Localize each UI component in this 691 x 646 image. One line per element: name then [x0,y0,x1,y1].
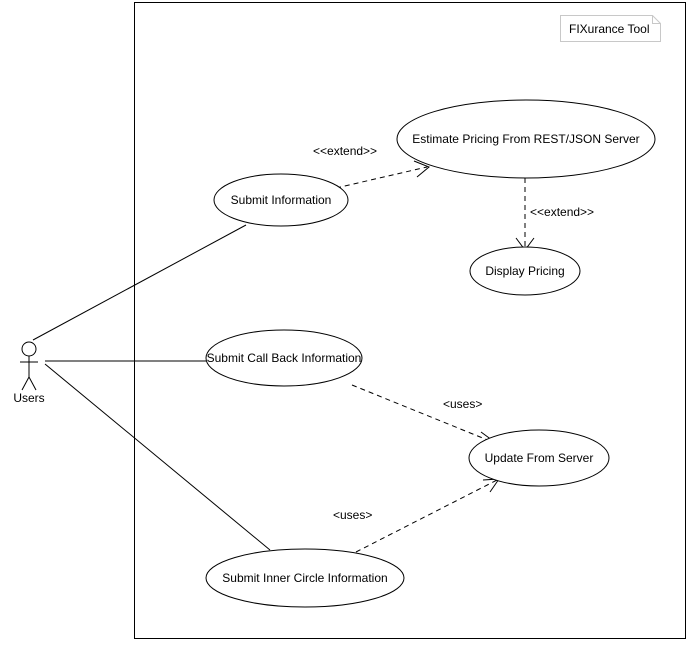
use-case-display-pricing[interactable]: Display Pricing [469,246,581,296]
uses-call-back-label: <uses> [443,397,482,411]
system-name-note: FIXurance Tool [560,15,661,42]
association-submit-inner-circle [44,363,271,551]
actor-label: Users [13,391,44,405]
actor-head [21,341,37,357]
use-case-update-from-server[interactable]: Update From Server [468,429,610,487]
extend-estimate-arrowhead [413,160,430,178]
uses-call-back-line [351,384,496,444]
uses-inner-circle-label: <uses> [333,508,372,522]
use-case-submit-call-back-label: Submit Call Back Information [207,351,362,365]
use-case-submit-information[interactable]: Submit Information [213,173,349,227]
use-case-submit-inner-circle[interactable]: Submit Inner Circle Information [205,548,405,608]
use-case-submit-inner-circle-label: Submit Inner Circle Information [222,571,387,585]
system-boundary [134,2,686,639]
extend-estimate-label: <<extend>> [313,144,377,158]
extend-display-label: <<extend>> [530,205,594,219]
system-name: FIXurance Tool [569,22,650,36]
use-case-submit-information-label: Submit Information [231,193,332,207]
association-submit-information [32,224,247,341]
extend-estimate-line [335,166,428,189]
use-case-estimate-pricing-label: Estimate Pricing From REST/JSON Server [412,132,639,146]
use-case-submit-call-back[interactable]: Submit Call Back Information [205,329,363,387]
use-case-display-pricing-label: Display Pricing [485,264,564,278]
use-case-estimate-pricing[interactable]: Estimate Pricing From REST/JSON Server [396,99,656,179]
use-case-update-from-server-label: Update From Server [485,451,594,465]
actor-users[interactable]: Users [13,341,45,405]
